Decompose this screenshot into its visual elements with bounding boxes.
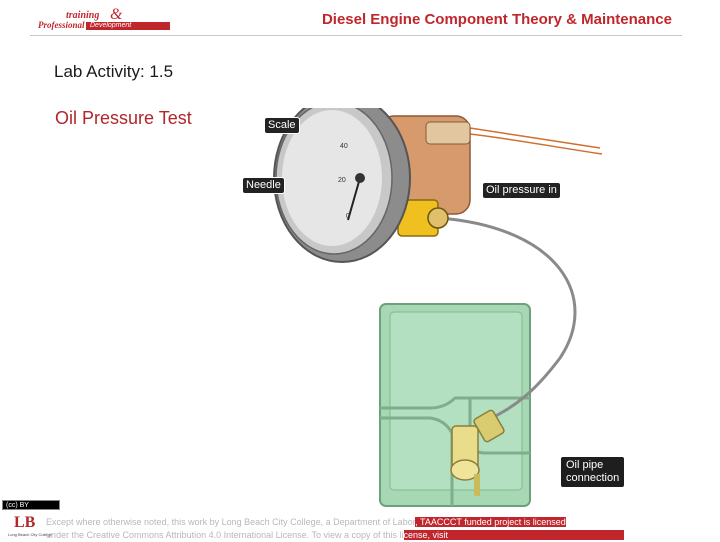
callout-oil-pipe: Oil pipe connection: [560, 456, 626, 488]
logo-mark-lb: LB: [14, 514, 36, 531]
license-footer: Except where otherwise noted, this work …: [46, 516, 690, 542]
license-line2-text: under the Creative Commons Attribution 4…: [46, 530, 404, 540]
gauge-tick-40: 40: [340, 143, 348, 150]
long-beach-logo: LB Long Beach City College: [8, 514, 52, 538]
license-line1-text: Except where otherwise noted, this work …: [46, 517, 416, 527]
course-title: Diesel Engine Component Theory & Mainten…: [321, 11, 672, 28]
sender-wires: [469, 127, 603, 155]
license-line2-highlight: cense, visit: [403, 530, 451, 540]
pipe-connection-fitting: [450, 409, 505, 496]
callout-oil-pressure: Oil pressure in: [482, 182, 561, 199]
logo-text-training: training: [66, 10, 100, 21]
logo-ampersand: &: [110, 6, 123, 23]
callout-needle: Needle: [242, 177, 285, 194]
callout-scale: Scale: [264, 117, 300, 134]
training-development-logo: training & Professional Development: [38, 6, 170, 30]
oil-pressure-test-illustration: 40 20 0: [273, 108, 603, 507]
logo-text-development: Development: [86, 22, 170, 30]
logo-text-institution: Long Beach City College: [8, 532, 53, 537]
oil-pipe: [439, 216, 577, 420]
logo-text-professional: Professional: [38, 20, 85, 30]
lab-activity-heading: Lab Activity: 1.5: [54, 62, 174, 81]
license-line1-highlight: , TAACCCT funded project is licensed: [415, 517, 566, 527]
creative-commons-badge[interactable]: (cc) BY: [2, 500, 60, 510]
engine-block-plate: [379, 303, 531, 507]
slide-subtitle: Oil Pressure Test: [55, 108, 192, 128]
gauge-tick-20: 20: [338, 177, 346, 184]
gauge-needle-line: [347, 177, 361, 221]
header-divider: [30, 35, 682, 36]
license-url-link[interactable]: http://creativecommons.org/licenses/by/4…: [450, 530, 624, 540]
gauge-tick-0: 0: [346, 213, 350, 220]
